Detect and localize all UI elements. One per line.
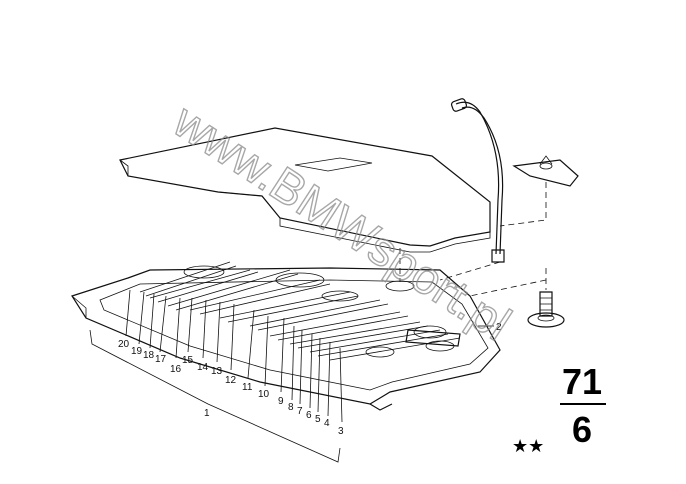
strap bbox=[450, 98, 505, 263]
callout-20: 20 bbox=[118, 339, 130, 350]
bracket-plate bbox=[512, 155, 579, 187]
leader-lines bbox=[89, 289, 494, 463]
callout-numbers: 20 19 18 17 16 15 14 13 12 11 10 9 8 7 6… bbox=[118, 322, 502, 437]
callout-7: 7 bbox=[297, 406, 303, 417]
callout-4: 4 bbox=[324, 418, 330, 429]
callout-16: 16 bbox=[170, 364, 182, 375]
callout-13: 13 bbox=[211, 366, 223, 377]
tool-kit-cover-lid bbox=[119, 127, 491, 253]
callout-19: 19 bbox=[131, 346, 143, 357]
callout-14: 14 bbox=[197, 362, 209, 373]
callout-6: 6 bbox=[306, 410, 312, 421]
tool-tray bbox=[71, 261, 501, 411]
callout-9: 9 bbox=[278, 396, 284, 407]
stars-marker: ★★ bbox=[512, 436, 544, 457]
assembly-guide-lines bbox=[399, 182, 547, 297]
callout-2: 2 bbox=[496, 322, 502, 333]
callout-11: 11 bbox=[242, 382, 253, 393]
callout-1: 1 bbox=[204, 408, 210, 419]
callout-8: 8 bbox=[288, 402, 294, 413]
callout-15: 15 bbox=[182, 355, 194, 366]
callout-17: 17 bbox=[155, 354, 167, 365]
callout-3: 3 bbox=[338, 426, 344, 437]
callout-18: 18 bbox=[143, 350, 155, 361]
page-group-code: 71 6 bbox=[560, 361, 606, 450]
callout-12: 12 bbox=[225, 375, 237, 386]
callout-5: 5 bbox=[315, 414, 321, 425]
group-number: 71 bbox=[562, 361, 602, 402]
subgroup-number: 6 bbox=[572, 409, 592, 450]
watermark: www.BMWsport.pl bbox=[163, 94, 519, 351]
callout-10: 10 bbox=[258, 389, 270, 400]
rubber-grommet bbox=[527, 291, 565, 328]
